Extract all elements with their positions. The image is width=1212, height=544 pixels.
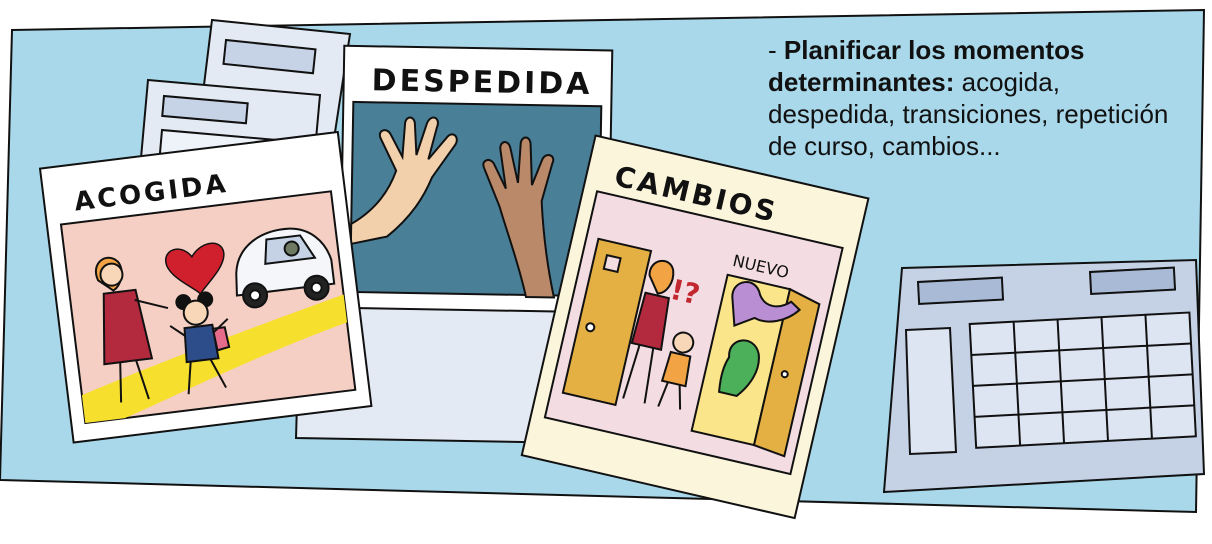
hand-left (349, 116, 458, 246)
new-person-purple (731, 281, 802, 328)
card-despedida-title: DESPEDIDA (371, 63, 592, 102)
card-acogida: ACOGIDA (38, 130, 373, 444)
woman-figure (95, 256, 169, 403)
new-person-green (718, 339, 760, 397)
card-despedida: DESPEDIDA (338, 44, 614, 314)
car-icon (235, 227, 336, 309)
card-cambios: CAMBIOS NUEVO !? (520, 134, 870, 520)
child-figure (169, 291, 231, 395)
caption-bold: Planificar los momentos determinantes: (768, 35, 1085, 97)
caption-text: - Planificar los momentos determinantes:… (768, 34, 1188, 162)
hand-right (482, 136, 556, 299)
caption-rest: acogida, despedida, transiciones, repeti… (768, 67, 1169, 161)
family-figures (622, 260, 695, 410)
caption-dash: - (768, 35, 784, 65)
left-door (561, 237, 653, 407)
calendar-sheet (882, 258, 1206, 494)
